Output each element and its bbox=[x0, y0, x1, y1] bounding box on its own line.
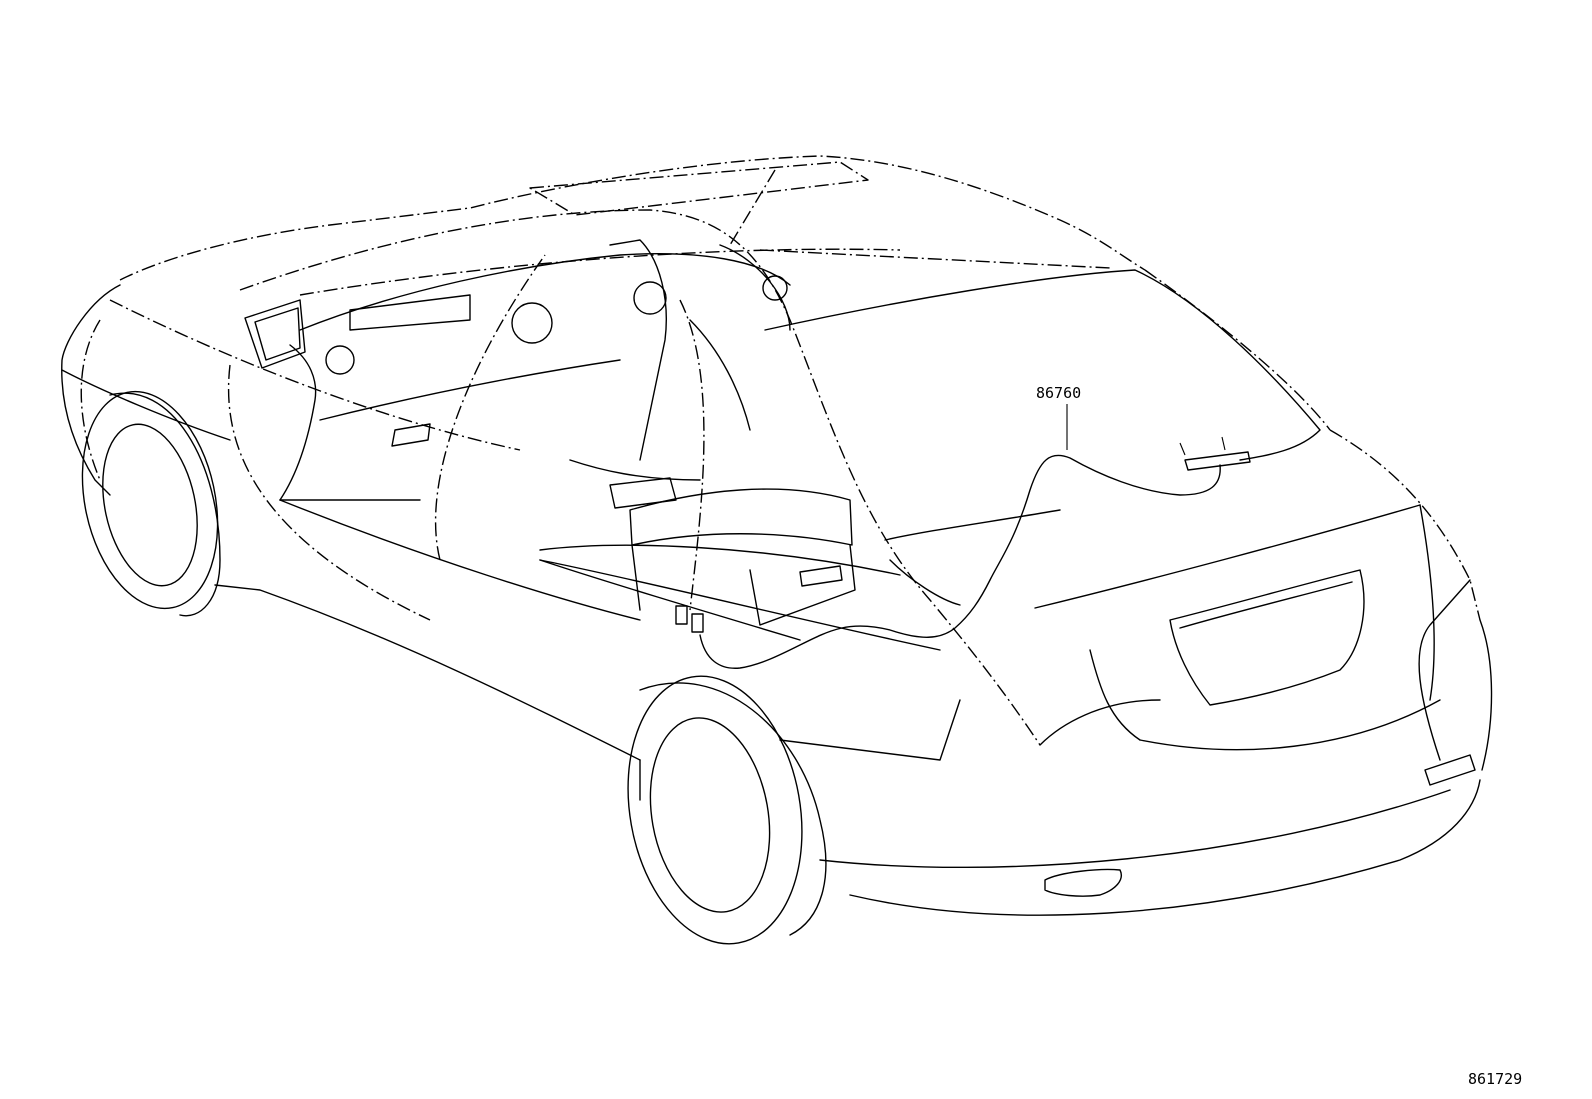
rear-wheel bbox=[627, 675, 827, 945]
antenna-element bbox=[1184, 451, 1251, 471]
antenna-assembly bbox=[675, 436, 1251, 669]
side-mirror bbox=[244, 299, 306, 369]
antenna-cable bbox=[699, 454, 1221, 669]
cable-connector bbox=[691, 613, 704, 633]
car-body bbox=[61, 155, 1493, 916]
vehicle-interior bbox=[279, 239, 1321, 741]
cable-connector bbox=[675, 605, 688, 625]
figure-number-label: 861729 bbox=[1468, 1070, 1523, 1088]
front-wheel bbox=[81, 390, 221, 617]
part-number-label: 86760 bbox=[1036, 384, 1082, 402]
